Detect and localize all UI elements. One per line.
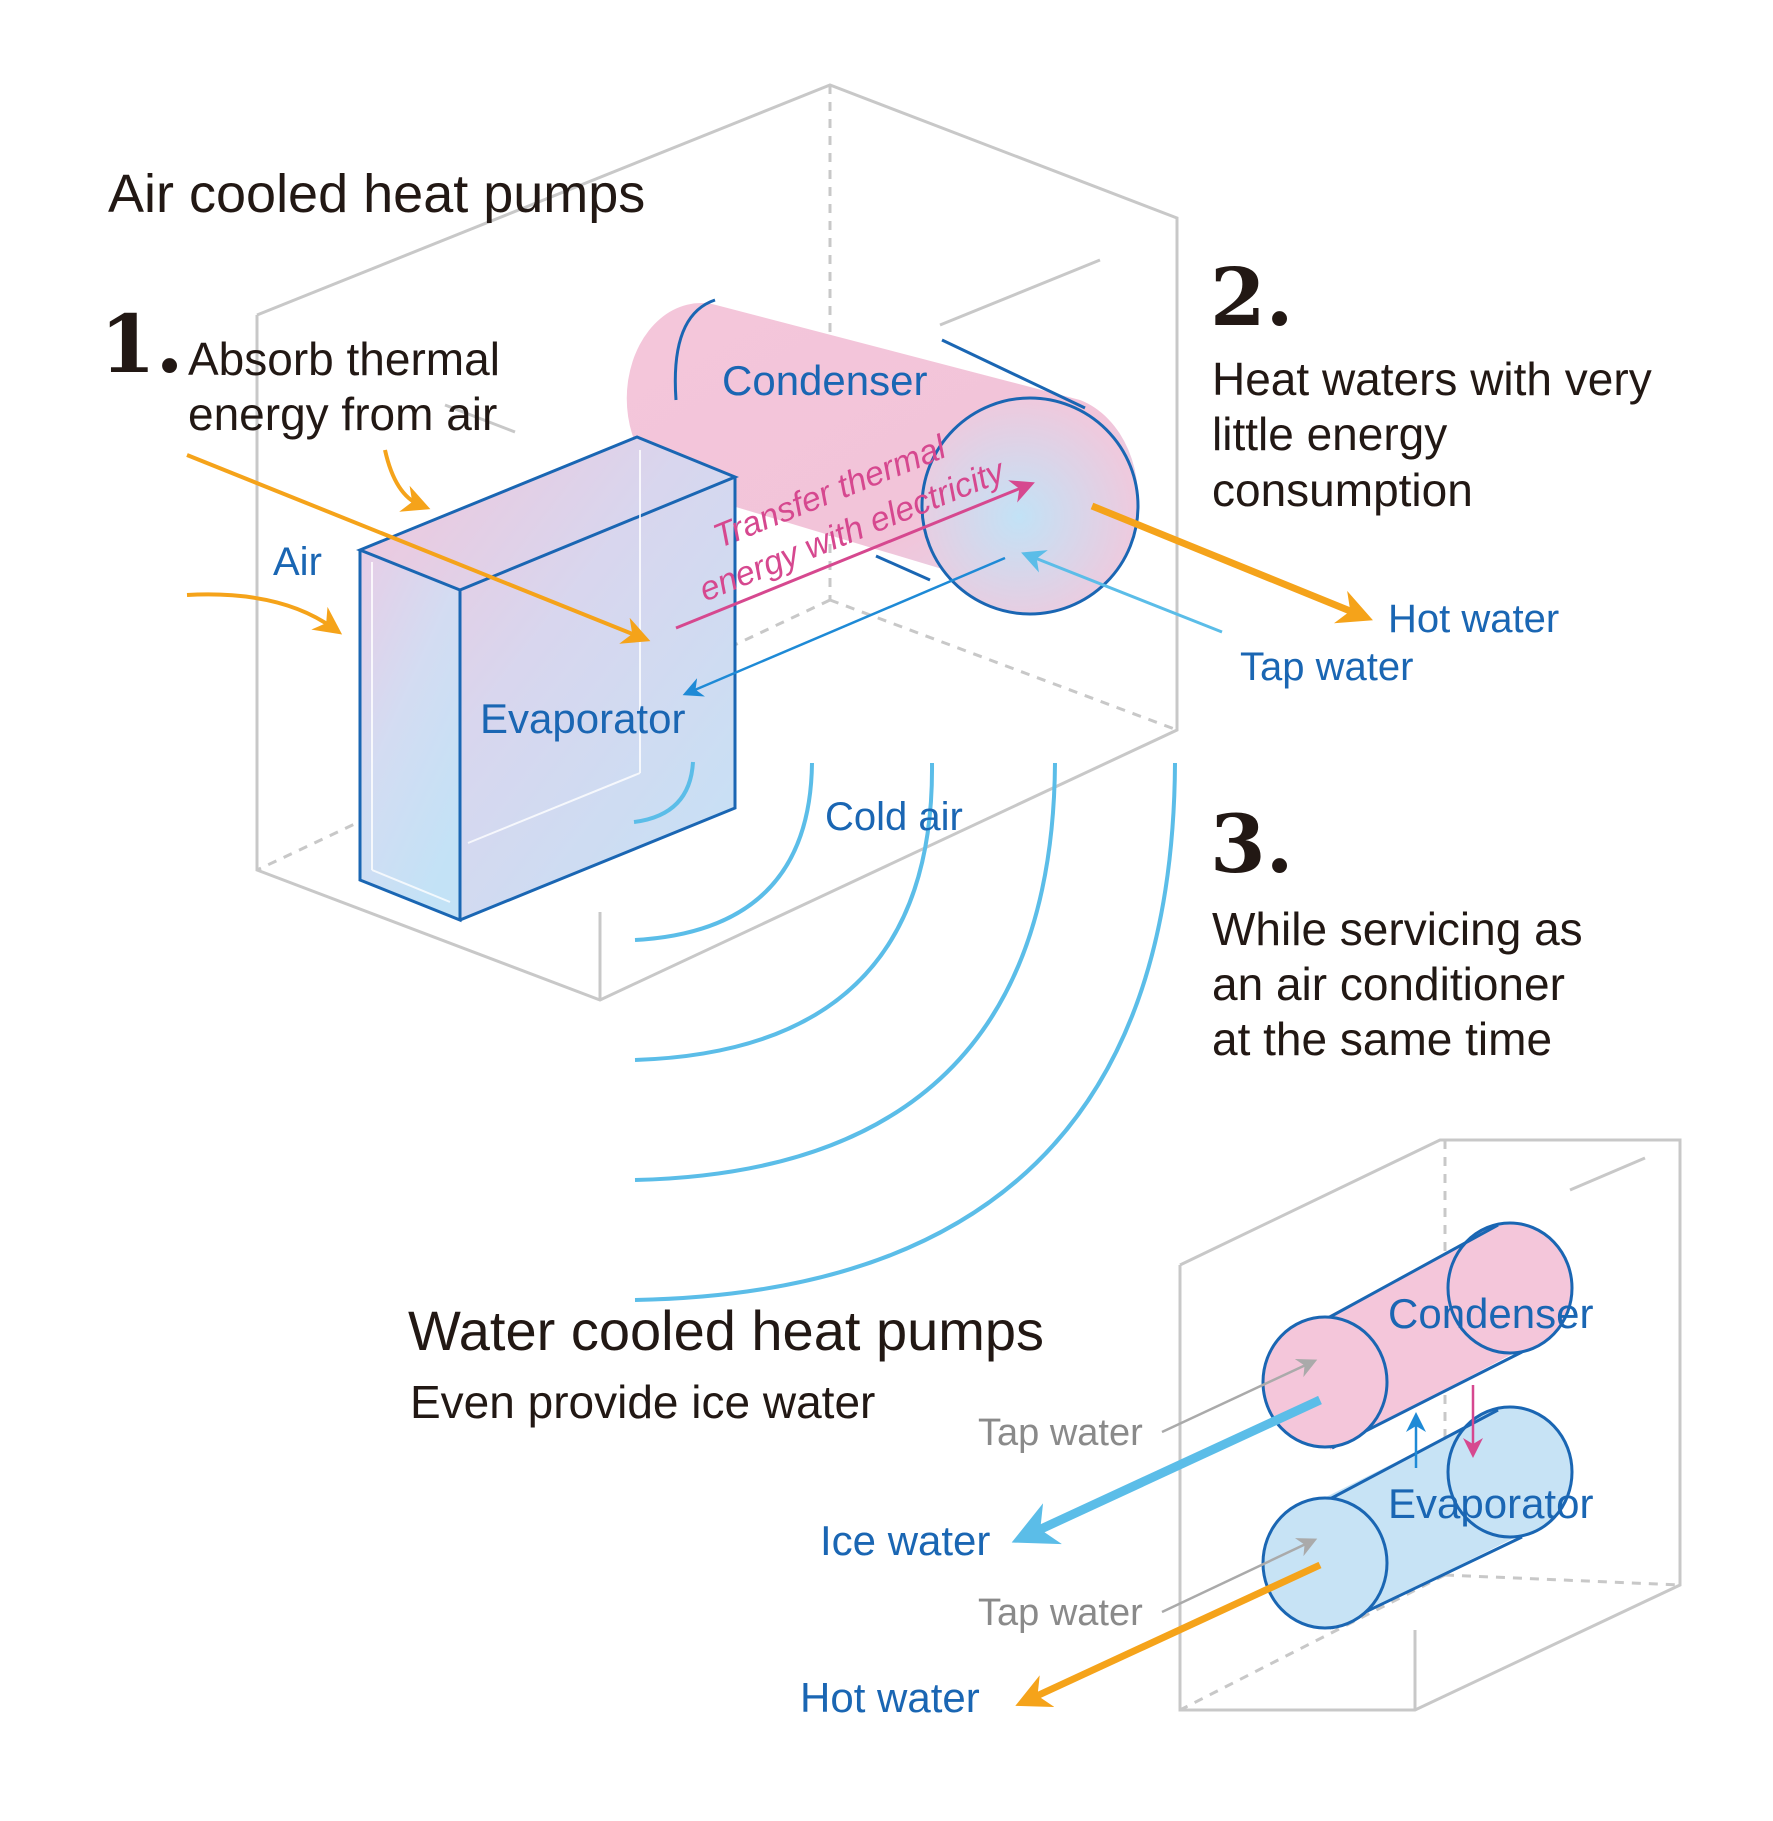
ice-water-arrow (1011, 1395, 1322, 1545)
water-tap-label-bottom: Tap water (978, 1592, 1143, 1634)
step3-line2: an air conditioner (1212, 958, 1565, 1010)
step1-line1: Absorb thermal (188, 333, 500, 385)
water-condenser-label: Condenser (1388, 1290, 1593, 1337)
water-tap-label-top: Tap water (978, 1412, 1143, 1454)
water-subtitle: Even provide ice water (410, 1376, 875, 1428)
step1-number: 1. (100, 297, 184, 391)
air-tap-water-arrow (1021, 550, 1223, 634)
air-condenser (626, 298, 1140, 616)
water-condenser (1261, 1221, 1574, 1450)
air-intake-arrows (186, 449, 651, 644)
water-unit-housing (1178, 1138, 1682, 1712)
air-title: Air cooled heat pumps (108, 164, 645, 224)
air-condenser-label: Condenser (722, 357, 927, 404)
step3-line3: at the same time (1212, 1013, 1552, 1065)
step2-line2: little energy (1212, 408, 1447, 460)
step3-number: 3. (1210, 797, 1294, 891)
cold-air-waves (634, 762, 1177, 1302)
air-evaporator-label: Evaporator (480, 695, 685, 742)
step3-line1: While servicing as (1212, 903, 1583, 955)
transfer-arrow (675, 480, 1035, 630)
water-title: Water cooled heat pumps (408, 1299, 1044, 1362)
water-tap-arrow-top (1161, 1359, 1318, 1434)
ice-water-label: Ice water (820, 1517, 990, 1564)
air-hot-water-arrow (1090, 502, 1373, 624)
water-tap-arrow-bottom (1161, 1538, 1318, 1614)
air-evaporator (355, 435, 739, 923)
water-evaporator-label: Evaporator (1388, 1480, 1593, 1527)
step2-number: 2. (1210, 250, 1294, 344)
water-evaporator (1261, 1405, 1574, 1630)
step1-line2: energy from air (188, 388, 497, 440)
water-hot-water-arrow (1015, 1561, 1322, 1708)
air-label: Air (273, 540, 322, 584)
refrigerant-return-arrow (682, 556, 1006, 697)
water-hot-water-label: Hot water (800, 1674, 980, 1721)
step2-line3: consumption (1212, 464, 1473, 516)
step2-line1: Heat waters with very (1212, 353, 1652, 405)
air-tap-water-label: Tap water (1240, 645, 1413, 689)
air-hot-water-label: Hot water (1388, 597, 1559, 641)
cold-air-label: Cold air (825, 795, 963, 839)
